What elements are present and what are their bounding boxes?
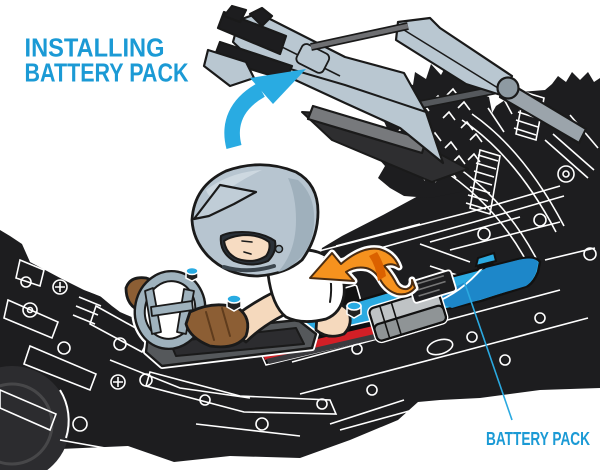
svg-text:INSTALLING: INSTALLING [25,35,165,63]
svg-text:BATTERY PACK: BATTERY PACK [486,429,590,449]
svg-text:BATTERY PACK: BATTERY PACK [25,60,189,88]
